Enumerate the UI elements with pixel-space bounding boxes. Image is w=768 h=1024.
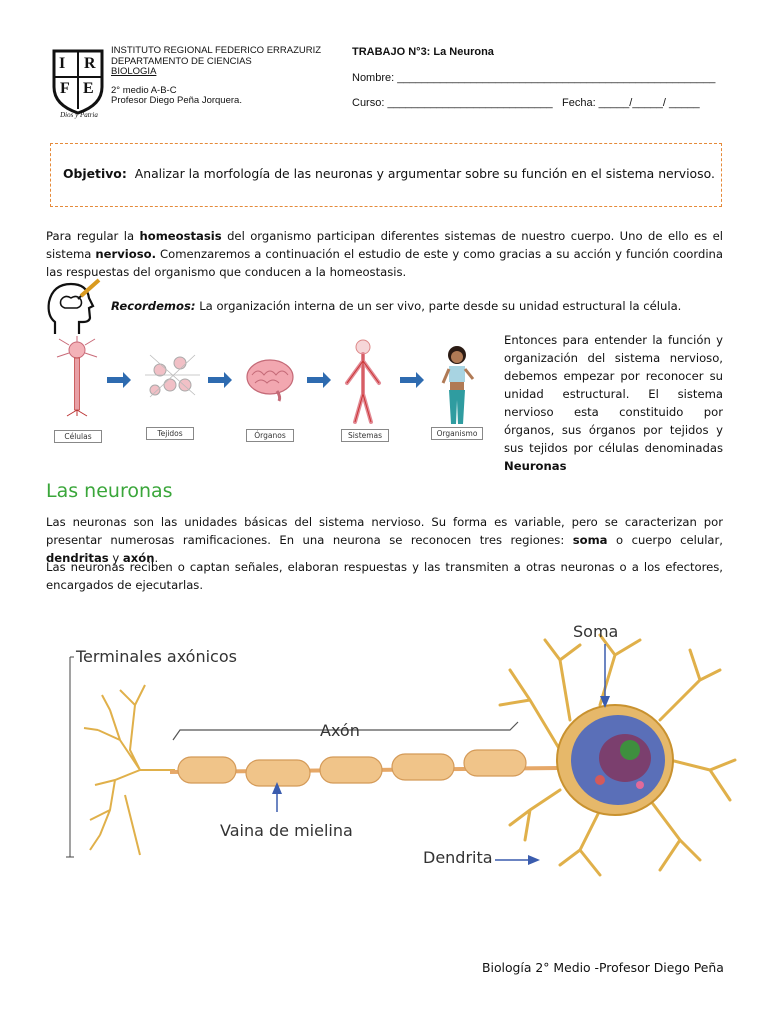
label-myelin: Vaina de mielina: [220, 821, 353, 840]
label-terminals: Terminales axónicos: [76, 647, 237, 666]
objective-label: Objetivo:: [63, 166, 127, 181]
hierarchy-arrows: [107, 372, 424, 388]
department-name: DEPARTAMENTO DE CIENCIAS: [111, 55, 252, 67]
work-title: TRABAJO N°3: La Neurona: [352, 46, 494, 58]
axon-terminals-illustration: [83, 684, 175, 856]
intro-text-e: Comenzaremos a continuación el estudio d…: [46, 247, 723, 279]
logo-letter-f: F: [60, 80, 70, 97]
objective-text: Analizar la morfología de las neuronas y…: [134, 166, 715, 181]
neurons-p1-g: .: [154, 551, 159, 565]
hierarchy-diagram: [45, 335, 495, 447]
institute-info: INSTITUTO REGIONAL FEDERICO ERRAZURIZ DE…: [111, 45, 322, 107]
brain-illustration: [246, 359, 294, 402]
remember-line: Recordemos: La organización interna de u…: [111, 297, 681, 315]
cell-neuron-illustration: [56, 336, 98, 417]
name-field[interactable]: Nombre: ________________________________…: [352, 72, 716, 84]
neurons-paragraph-2: Las neuronas reciben o captan señales, e…: [46, 560, 723, 592]
side-text-neuronas: Neuronas: [504, 459, 567, 473]
intro-homeostasis: homeostasis: [139, 229, 222, 243]
teacher-text: Profesor Diego Peña Jorquera.: [111, 95, 242, 106]
logo-letter-e: E: [83, 80, 94, 97]
label-dendrite: Dendrita: [423, 848, 493, 867]
intro-nervioso: nervioso.: [95, 247, 157, 261]
footer-text: Biología 2° Medio -Profesor Diego Peña: [482, 960, 724, 975]
subject-name: BIOLOGIA: [111, 66, 157, 77]
work-title-rest: La Neurona: [430, 46, 494, 58]
course-field[interactable]: Curso: ___________________________: [352, 97, 553, 109]
label-organs: Órganos: [246, 429, 294, 442]
section-title: Las neuronas: [46, 480, 173, 502]
tissue-illustration: [145, 354, 200, 398]
neurons-dendritas: dendritas: [46, 551, 109, 565]
dendrites-illustration: [498, 633, 737, 877]
logo-letter-r: R: [84, 55, 96, 72]
nervous-system-illustration: [345, 339, 381, 424]
thinking-head-icon: [45, 278, 103, 340]
neurons-p1-c: o cuerpo celular,: [607, 533, 723, 547]
remember-label: Recordemos:: [111, 299, 196, 313]
intro-text-a: Para regular la: [46, 229, 140, 243]
side-text: Entonces para entender la función y orga…: [504, 333, 723, 455]
side-paragraph: Entonces para entender la función y orga…: [504, 331, 723, 475]
institute-name: INSTITUTO REGIONAL FEDERICO ERRAZURIZ: [111, 45, 322, 56]
objective-box: Objetivo: Analizar la morfología de las …: [50, 143, 722, 207]
neurons-paragraph-1: Las neuronas son las unidades básicas de…: [46, 513, 723, 567]
logo-letter-i: I: [59, 55, 66, 72]
label-cells: Células: [54, 430, 102, 443]
school-logo: I R F E Dios y Patria: [48, 47, 108, 121]
organism-illustration: [441, 346, 475, 424]
label-axon: Axón: [320, 721, 360, 740]
logo-motto: Dios y Patria: [60, 111, 98, 119]
date-field[interactable]: Fecha: _____/_____/ _____: [562, 97, 700, 109]
neurons-p1-e: y: [108, 551, 123, 565]
label-tissues: Tejidos: [146, 427, 194, 440]
label-soma: Soma: [573, 622, 619, 641]
label-organism: Organismo: [431, 427, 483, 440]
neurons-axon: axón: [122, 551, 155, 565]
intro-text-c: del organismo participan diferentes sist…: [46, 229, 723, 261]
neurons-p1-a: Las neuronas son las unidades básicas de…: [46, 515, 723, 547]
label-systems: Sistemas: [341, 429, 389, 442]
remember-text: La organización interna de un ser vivo, …: [195, 299, 682, 313]
myelin-sheath-segments: [177, 749, 527, 787]
neuron-diagram: Terminales axónicos Axón Soma Vaina de m…: [40, 610, 740, 890]
intro-paragraph: Para regular la homeostasis del organism…: [46, 227, 723, 281]
work-title-bold: TRABAJO N°3:: [352, 46, 431, 58]
level-text: 2° medio A-B-C: [111, 84, 177, 96]
neurons-soma: soma: [572, 533, 608, 547]
